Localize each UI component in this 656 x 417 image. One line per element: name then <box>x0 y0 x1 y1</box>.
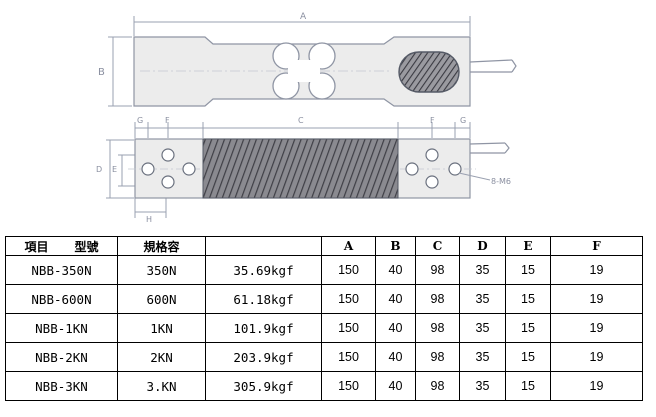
thread-callout: 8-M6 <box>491 177 511 186</box>
cable-top <box>469 59 517 73</box>
cell-b: 40 <box>375 371 416 401</box>
dim-label-d: D <box>96 165 102 174</box>
cell-b: 40 <box>375 255 416 285</box>
dim-label-a: A <box>300 12 307 22</box>
cell-a: 150 <box>321 313 376 343</box>
cell-model: NBB-3KN <box>5 371 118 401</box>
cell-kgf: 305.9kgf <box>205 371 322 401</box>
cell-c: 98 <box>415 255 460 285</box>
dimension-d-e <box>106 139 136 199</box>
cell-f: 19 <box>550 371 643 401</box>
strain-gauge-area <box>202 138 399 199</box>
cell-model: NBB-2KN <box>5 342 118 372</box>
cell-e: 15 <box>505 255 551 285</box>
table-row: NBB-350N 350N 35.69kgf 150 40 98 35 15 1… <box>5 255 643 285</box>
top-view: A B <box>98 12 517 107</box>
table-row: NBB-3KN 3.KN 305.9kgf 150 40 98 35 15 19 <box>5 371 643 401</box>
cell-c: 98 <box>415 342 460 372</box>
cell-kgf: 61.18kgf <box>205 284 322 314</box>
cell-d: 35 <box>459 255 506 285</box>
cell-a: 150 <box>321 284 376 314</box>
cell-d: 35 <box>459 284 506 314</box>
side-view: G F C F G D E H <box>96 116 511 224</box>
dimension-a <box>133 16 471 36</box>
cell-b: 40 <box>375 342 416 372</box>
cell-model: NBB-350N <box>5 255 118 285</box>
cell-e: 15 <box>505 284 551 314</box>
dim-label-h: H <box>146 215 152 224</box>
cell-e: 15 <box>505 371 551 401</box>
cell-model: NBB-600N <box>5 284 118 314</box>
cell-d: 35 <box>459 371 506 401</box>
binocular-hole <box>272 42 336 100</box>
mounting-holes-right <box>405 148 462 189</box>
cell-a: 150 <box>321 255 376 285</box>
header-spec: 規格容 <box>117 236 206 256</box>
cable-side <box>469 142 510 154</box>
cell-kgf: 35.69kgf <box>205 255 322 285</box>
cell-f: 19 <box>550 342 643 372</box>
table-row: NBB-600N 600N 61.18kgf 150 40 98 35 15 1… <box>5 284 643 314</box>
header-d: D <box>459 236 506 256</box>
header-c: C <box>415 236 460 256</box>
dim-label-c: C <box>298 116 304 125</box>
dimension-b <box>108 36 132 107</box>
cell-model: NBB-1KN <box>5 313 118 343</box>
dim-label-g-right: G <box>460 116 466 125</box>
cell-f: 19 <box>550 284 643 314</box>
header-e: E <box>505 236 551 256</box>
table-row: NBB-1KN 1KN 101.9kgf 150 40 98 35 15 19 <box>5 313 643 343</box>
header-a: A <box>321 236 376 256</box>
mounting-holes-left <box>141 148 196 189</box>
dim-label-f-right: F <box>430 116 435 125</box>
cell-d: 35 <box>459 313 506 343</box>
dim-label-f-left: F <box>165 116 170 125</box>
cell-a: 150 <box>321 342 376 372</box>
table-row: NBB-2KN 2KN 203.9kgf 150 40 98 35 15 19 <box>5 342 643 372</box>
cell-capacity: 600N <box>117 284 206 314</box>
cell-f: 19 <box>550 313 643 343</box>
cell-e: 15 <box>505 313 551 343</box>
cell-capacity: 1KN <box>117 313 206 343</box>
cell-d: 35 <box>459 342 506 372</box>
cell-e: 15 <box>505 342 551 372</box>
cell-capacity: 3.KN <box>117 371 206 401</box>
cell-capacity: 2KN <box>117 342 206 372</box>
cell-b: 40 <box>375 284 416 314</box>
dim-label-g-left: G <box>137 116 143 125</box>
table-header-row: 項目型號 規格容 A B C D E F <box>5 236 643 256</box>
cell-kgf: 203.9kgf <box>205 342 322 372</box>
dim-label-b: B <box>98 67 105 78</box>
cell-c: 98 <box>415 371 460 401</box>
load-cell-technical-drawing: A B <box>96 12 517 224</box>
cell-kgf: 101.9kgf <box>205 313 322 343</box>
cell-capacity: 350N <box>117 255 206 285</box>
dimension-top-chain <box>134 122 471 138</box>
spec-table: 項目型號 規格容 A B C D E F NBB-350N 350N 35.69… <box>5 236 643 401</box>
cell-c: 98 <box>415 313 460 343</box>
header-f: F <box>550 236 643 256</box>
cell-a: 150 <box>321 371 376 401</box>
cable-gland-oval <box>398 51 460 93</box>
dim-label-e: E <box>112 165 117 174</box>
cell-b: 40 <box>375 313 416 343</box>
header-item-model: 項目型號 <box>5 236 118 256</box>
cell-c: 98 <box>415 284 460 314</box>
cell-f: 19 <box>550 255 643 285</box>
header-blank <box>205 236 322 256</box>
header-b: B <box>375 236 416 256</box>
